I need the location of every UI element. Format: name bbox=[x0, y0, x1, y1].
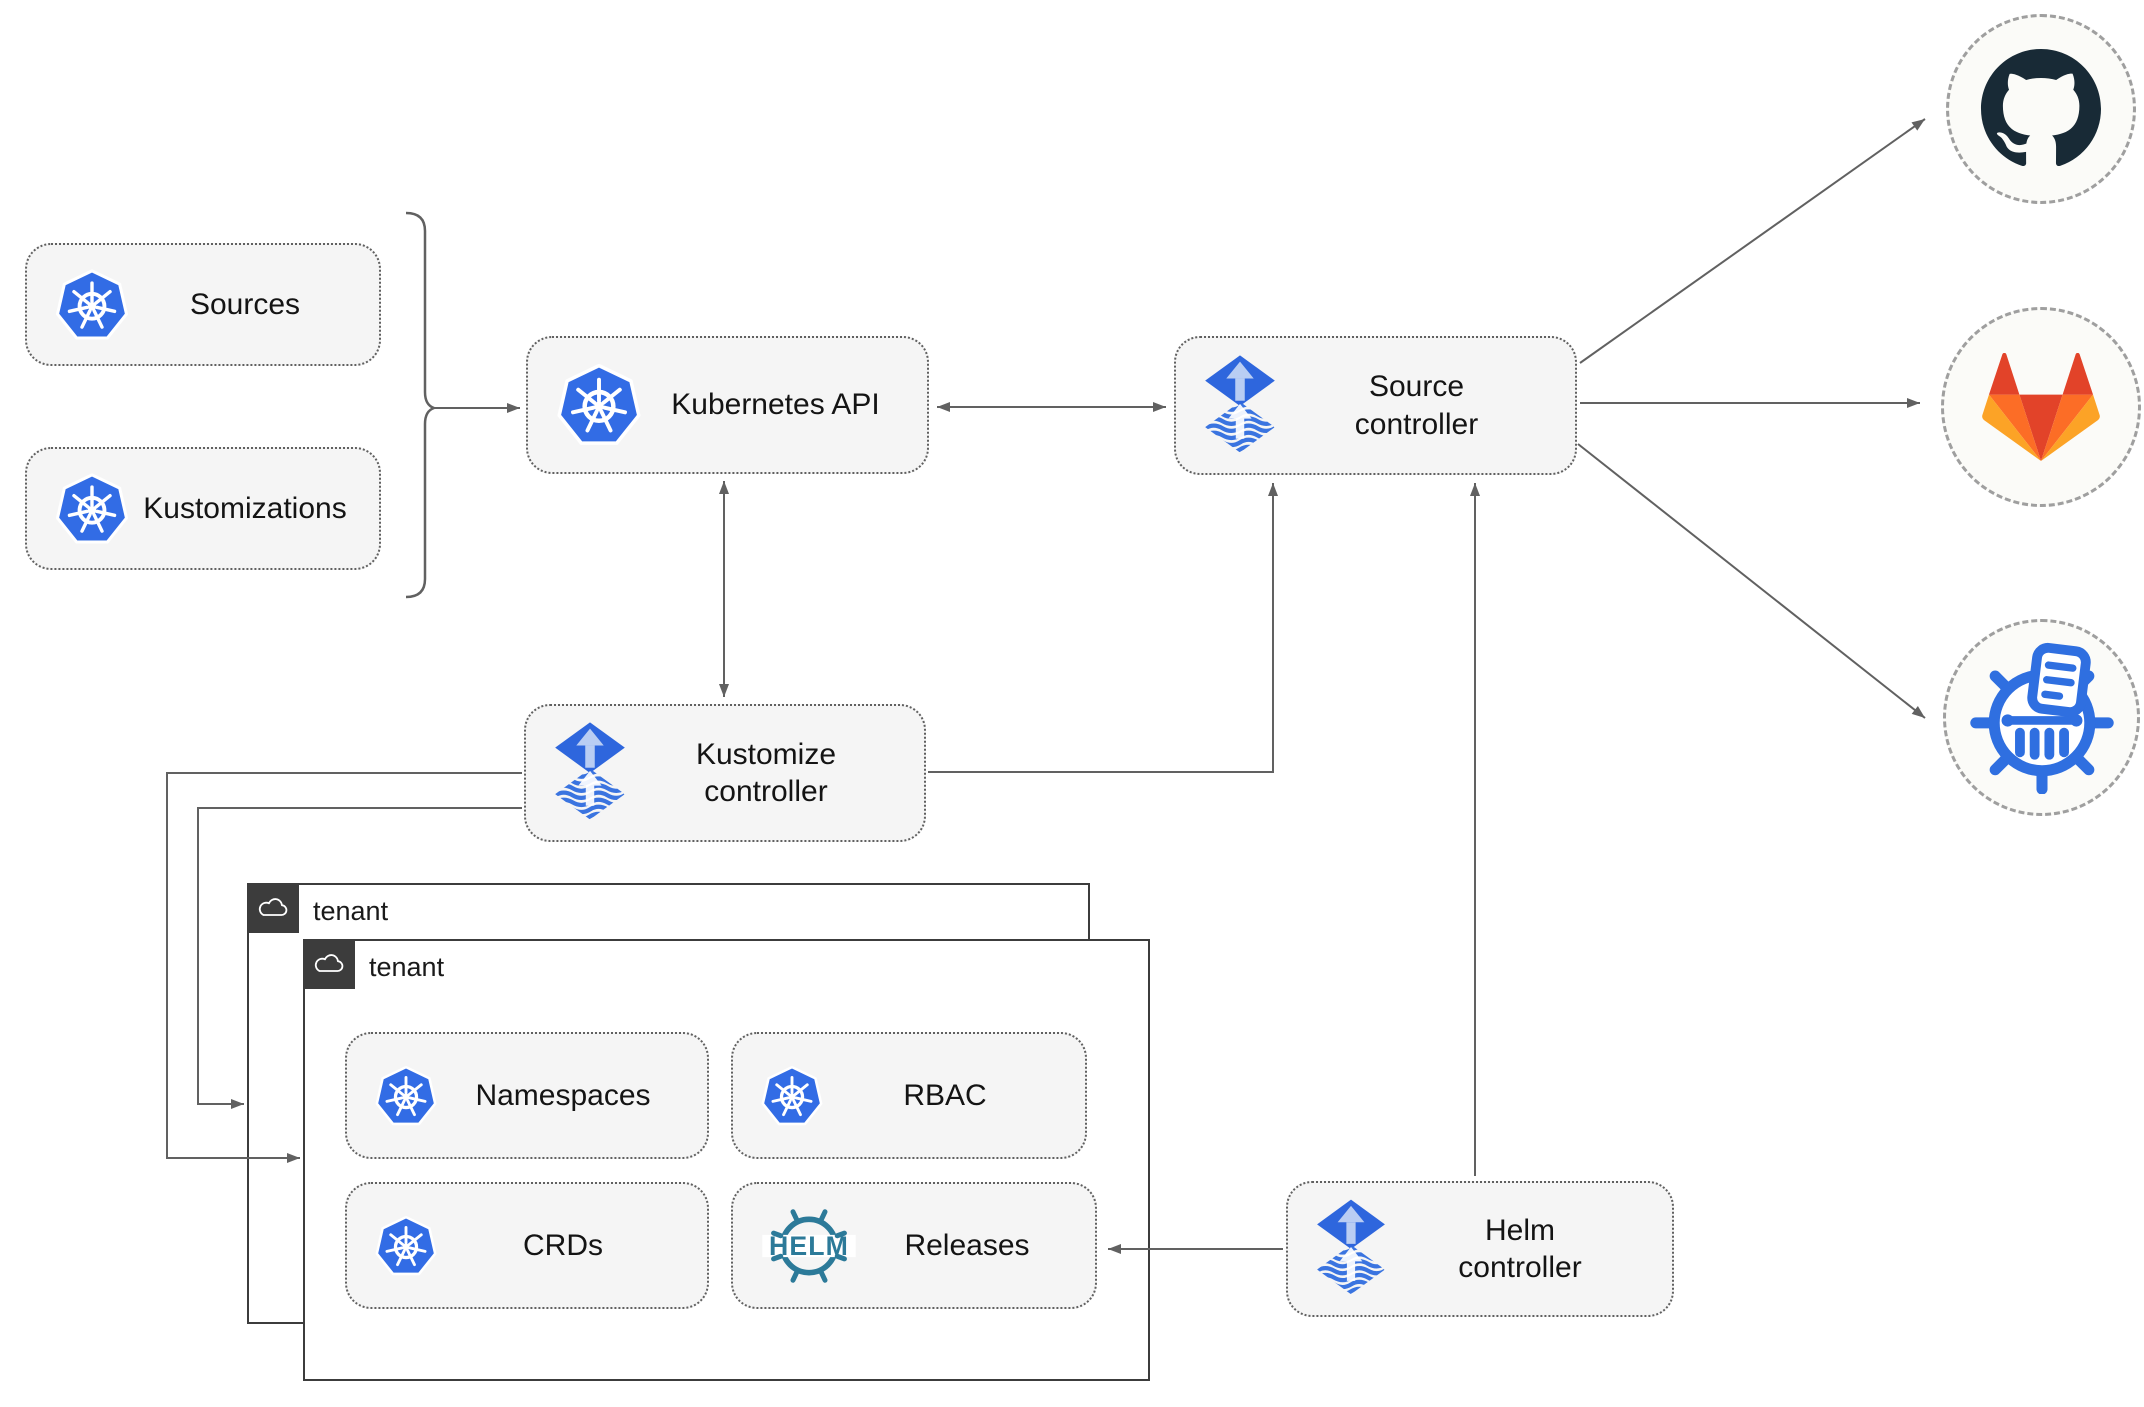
node-crds-label: CRDs bbox=[523, 1228, 603, 1262]
node-rbac: RBAC bbox=[731, 1032, 1087, 1159]
helm-icon: HELM bbox=[759, 1206, 859, 1286]
kubernetes-icon bbox=[53, 266, 131, 344]
chartmuseum-helm-repo-icon bbox=[1966, 642, 2118, 794]
node-namespaces-label: Namespaces bbox=[475, 1078, 651, 1112]
helm-logo-text: HELM bbox=[769, 1230, 849, 1260]
edge-kustomize-to-source-controller bbox=[928, 483, 1278, 773]
flux-icon bbox=[552, 721, 628, 825]
github-octocat-icon bbox=[1980, 49, 2102, 169]
node-releases: HELM Releases bbox=[731, 1182, 1097, 1309]
kubernetes-icon bbox=[373, 1063, 439, 1129]
node-helm-controller-label: Helm controller bbox=[1458, 1213, 1582, 1285]
node-kubernetes-api: Kubernetes API bbox=[526, 336, 929, 474]
node-kustomizations: Kustomizations bbox=[25, 447, 381, 570]
kubernetes-icon bbox=[759, 1063, 825, 1129]
kubernetes-icon bbox=[554, 360, 644, 450]
node-kustomize-controller-label: Kustomize controller bbox=[695, 737, 837, 809]
node-source-controller-label: Source controller bbox=[1354, 370, 1479, 441]
flux-icon bbox=[1202, 354, 1278, 458]
node-kubernetes-api-label: Kubernetes API bbox=[671, 388, 880, 422]
node-namespaces: Namespaces bbox=[345, 1032, 709, 1159]
node-sources: Sources bbox=[25, 243, 381, 366]
tenant-outer-label: tenant bbox=[313, 896, 389, 926]
node-source-controller: Source controller bbox=[1174, 336, 1577, 475]
node-helm-controller: Helm controller bbox=[1286, 1181, 1674, 1317]
tenant-group-inner: tenant bbox=[303, 939, 1150, 1381]
edge-source-controller-to-chartmuseum bbox=[1577, 443, 1926, 719]
flux-icon bbox=[1314, 1198, 1388, 1300]
external-chartmuseum bbox=[1943, 619, 2140, 816]
cloud-icon bbox=[303, 939, 355, 989]
grouping-brace bbox=[405, 211, 438, 599]
node-crds: CRDs bbox=[345, 1182, 709, 1309]
node-sources-label: Sources bbox=[189, 287, 301, 321]
external-gitlab bbox=[1941, 307, 2141, 507]
edge-source-controller-to-github bbox=[1579, 118, 1926, 364]
tenant-inner-label: tenant bbox=[369, 952, 445, 982]
kubernetes-icon bbox=[373, 1213, 439, 1279]
gitlab-tanuki-icon bbox=[1982, 353, 2100, 461]
kubernetes-icon bbox=[53, 470, 131, 548]
external-github bbox=[1946, 14, 2136, 204]
node-releases-label: Releases bbox=[904, 1228, 1030, 1262]
cloud-icon bbox=[247, 883, 299, 933]
node-kustomize-controller: Kustomize controller bbox=[524, 704, 926, 842]
node-rbac-label: RBAC bbox=[903, 1078, 987, 1112]
node-kustomizations-label: Kustomizations bbox=[143, 491, 347, 525]
